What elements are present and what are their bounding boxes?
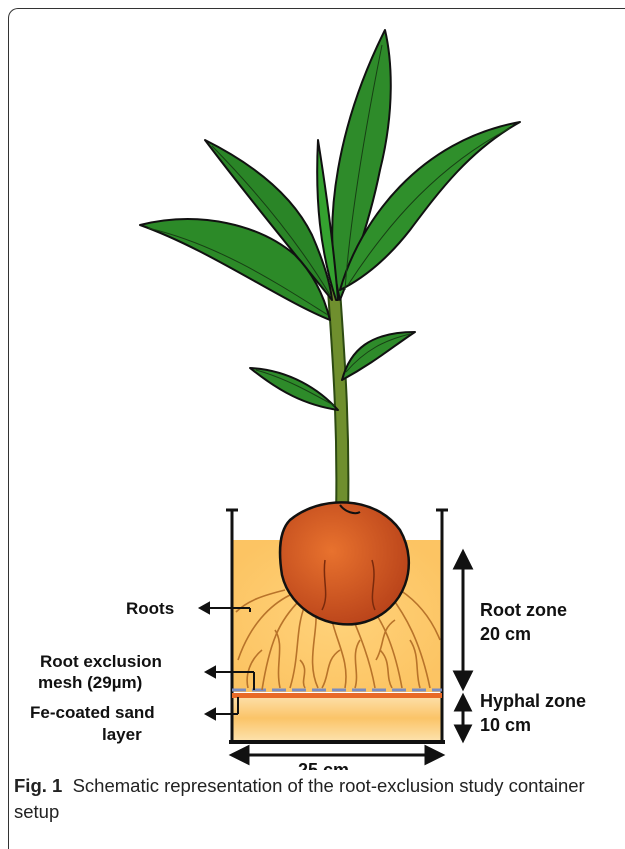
fe-coated-sand-layer (232, 693, 442, 698)
figure-caption: Fig. 1 Schematic representation of the r… (14, 773, 614, 825)
label-root-zone-line1: Root zone (480, 600, 567, 620)
label-sand-line1: Fe-coated sand (30, 703, 155, 722)
label-width: 25 cm (298, 760, 349, 770)
seed (280, 502, 409, 624)
leaves (140, 30, 520, 410)
label-hyphal-zone-line1: Hyphal zone (480, 691, 586, 711)
leaf-lower-left (250, 368, 338, 410)
label-sand-line2: layer (102, 725, 142, 744)
label-mesh-line2: mesh (29µm) (38, 673, 142, 692)
label-hyphal-zone-line2: 10 cm (480, 715, 531, 735)
label-roots: Roots (126, 599, 174, 618)
leaf-lower-right (342, 332, 415, 380)
label-mesh-line1: Root exclusion (40, 652, 162, 671)
label-root-zone-line2: 20 cm (480, 624, 531, 644)
root-exclusion-diagram: Roots Root exclusion mesh (29µm) Fe-coat… (0, 0, 625, 770)
hyphal-zone-soil (232, 694, 442, 742)
figure-label: Fig. 1 (14, 775, 62, 796)
stem (334, 290, 342, 518)
caption-text: Schematic representation of the root-exc… (14, 775, 585, 822)
